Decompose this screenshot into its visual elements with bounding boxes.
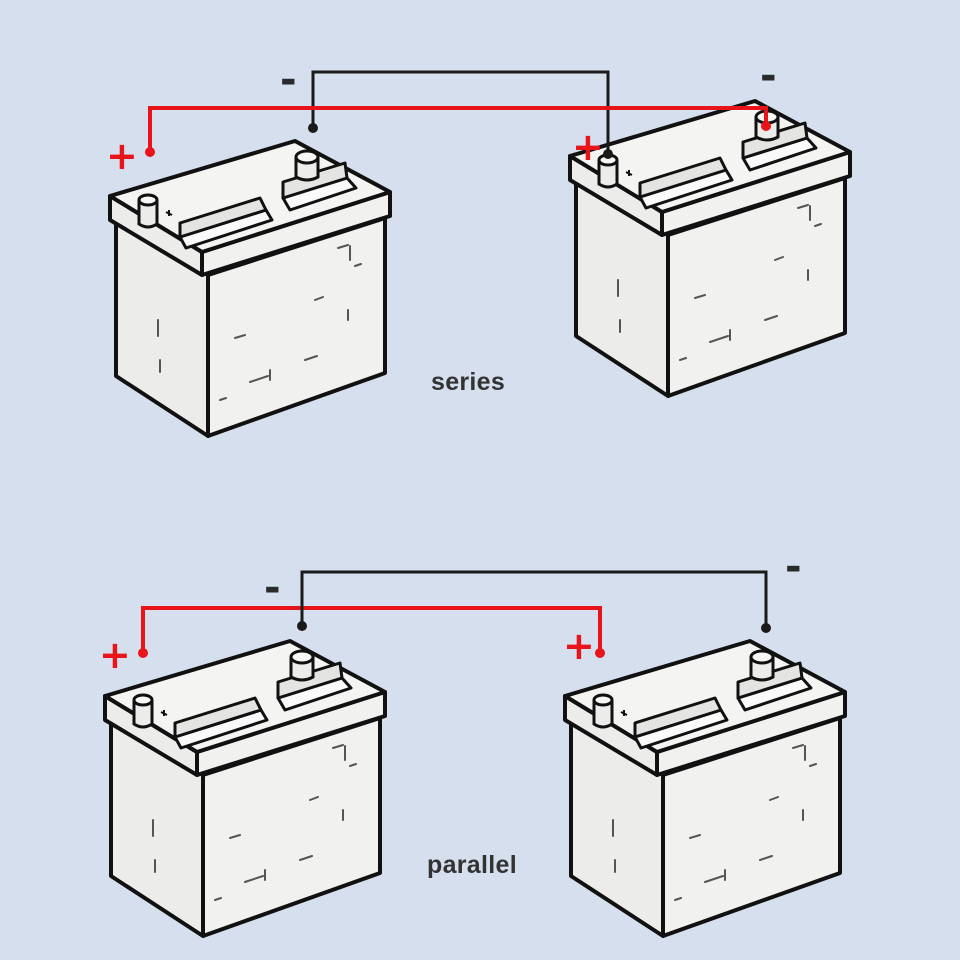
series-caption: series: [431, 368, 506, 396]
parallel-battery-1-negative-sign: -: [264, 565, 281, 611]
parallel-negative-wire: [300, 570, 768, 626]
series-output-wire: [148, 106, 768, 148]
series-connector-dot: [145, 147, 155, 157]
series-negative-to-positive-wire: [311, 70, 610, 152]
series-battery-1-positive-sign: +: [106, 134, 138, 178]
parallel-battery-2-positive-sign: +: [563, 624, 595, 668]
parallel-battery-1-positive-sign: +: [99, 633, 131, 677]
parallel-connector-dot: [761, 623, 771, 633]
series-diagram: [108, 70, 852, 438]
parallel-connector-dot: [138, 648, 148, 658]
series-battery-1-negative-sign: -: [280, 57, 297, 103]
series-connector-dot: [761, 121, 771, 131]
series-connector-dot: [603, 149, 613, 159]
parallel-caption: parallel: [427, 851, 517, 879]
parallel-diagram: [103, 570, 847, 938]
parallel-battery-2-negative-sign: -: [785, 544, 802, 590]
series-connector-dot: [308, 123, 318, 133]
parallel-connector-dot: [297, 621, 307, 631]
series-battery-2-positive-sign: +: [572, 125, 604, 169]
series-battery-2-negative-sign: -: [760, 53, 777, 99]
parallel-connector-dot: [595, 648, 605, 658]
parallel-positive-wire: [141, 606, 602, 652]
